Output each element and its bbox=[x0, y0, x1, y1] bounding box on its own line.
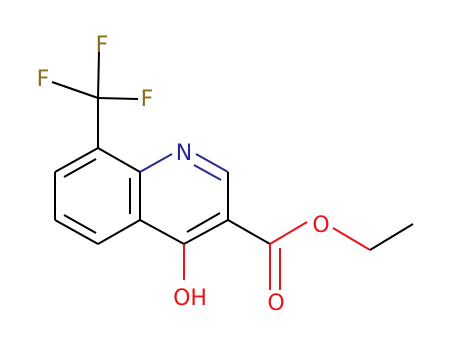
bond-c4-c4a bbox=[139, 219, 185, 245]
bond-c8-c8a bbox=[97, 147, 141, 173]
bonds bbox=[51, 51, 414, 290]
atom-f-right: F bbox=[141, 87, 154, 112]
bond-c3-c4-inner bbox=[186, 212, 221, 233]
bond-c5-c4a bbox=[97, 219, 141, 245]
atom-carbonyl-oxygen: O bbox=[267, 291, 284, 316]
bond-n-c2 bbox=[195, 153, 229, 173]
atom-labels: F F F N O O OH bbox=[37, 33, 330, 316]
atom-ester-oxygen: O bbox=[312, 213, 329, 238]
bond-c3-ccarbonyl bbox=[227, 219, 271, 245]
bond-c6-c5 bbox=[54, 219, 99, 245]
bond-ch2-ch3 bbox=[369, 223, 414, 251]
atom-hydroxyl: OH bbox=[173, 286, 207, 311]
bond-c3-c4 bbox=[183, 219, 229, 245]
bond-c6-c5-inner bbox=[63, 214, 97, 234]
atom-f-left: F bbox=[37, 67, 50, 92]
atom-nitrogen: N bbox=[176, 141, 192, 166]
bond-oester-ch2 bbox=[332, 227, 371, 251]
bond-n-c2-inner bbox=[193, 164, 222, 181]
bond-c8a-n bbox=[139, 153, 173, 173]
bond-c-f-left bbox=[51, 81, 99, 99]
bond-c8-c7 bbox=[54, 147, 99, 173]
bond-ccarbonyl-oester bbox=[269, 221, 308, 245]
bond-c-f-right bbox=[97, 97, 139, 100]
atom-f-top: F bbox=[96, 33, 109, 58]
bond-c8-c7-inner bbox=[63, 158, 97, 178]
bond-c-f-top bbox=[97, 51, 100, 99]
